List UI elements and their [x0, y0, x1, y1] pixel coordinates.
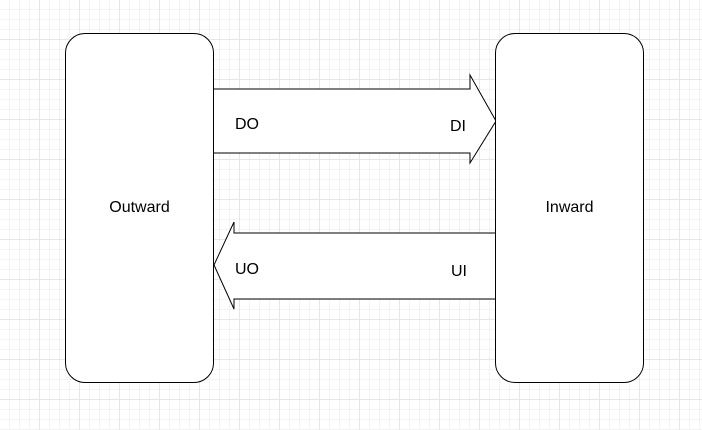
inward-node[interactable]: Inward [495, 33, 644, 383]
uplink-source-label: UI [451, 263, 467, 280]
uplink-target-label: UO [235, 261, 259, 278]
outward-node-label: Outward [109, 199, 170, 216]
downlink-source-label: DO [235, 116, 259, 133]
inward-node-label: Inward [545, 199, 594, 216]
outward-node[interactable]: Outward [65, 33, 214, 383]
uplink-arrow[interactable] [213, 221, 495, 310]
downlink-target-label: DI [450, 118, 466, 135]
